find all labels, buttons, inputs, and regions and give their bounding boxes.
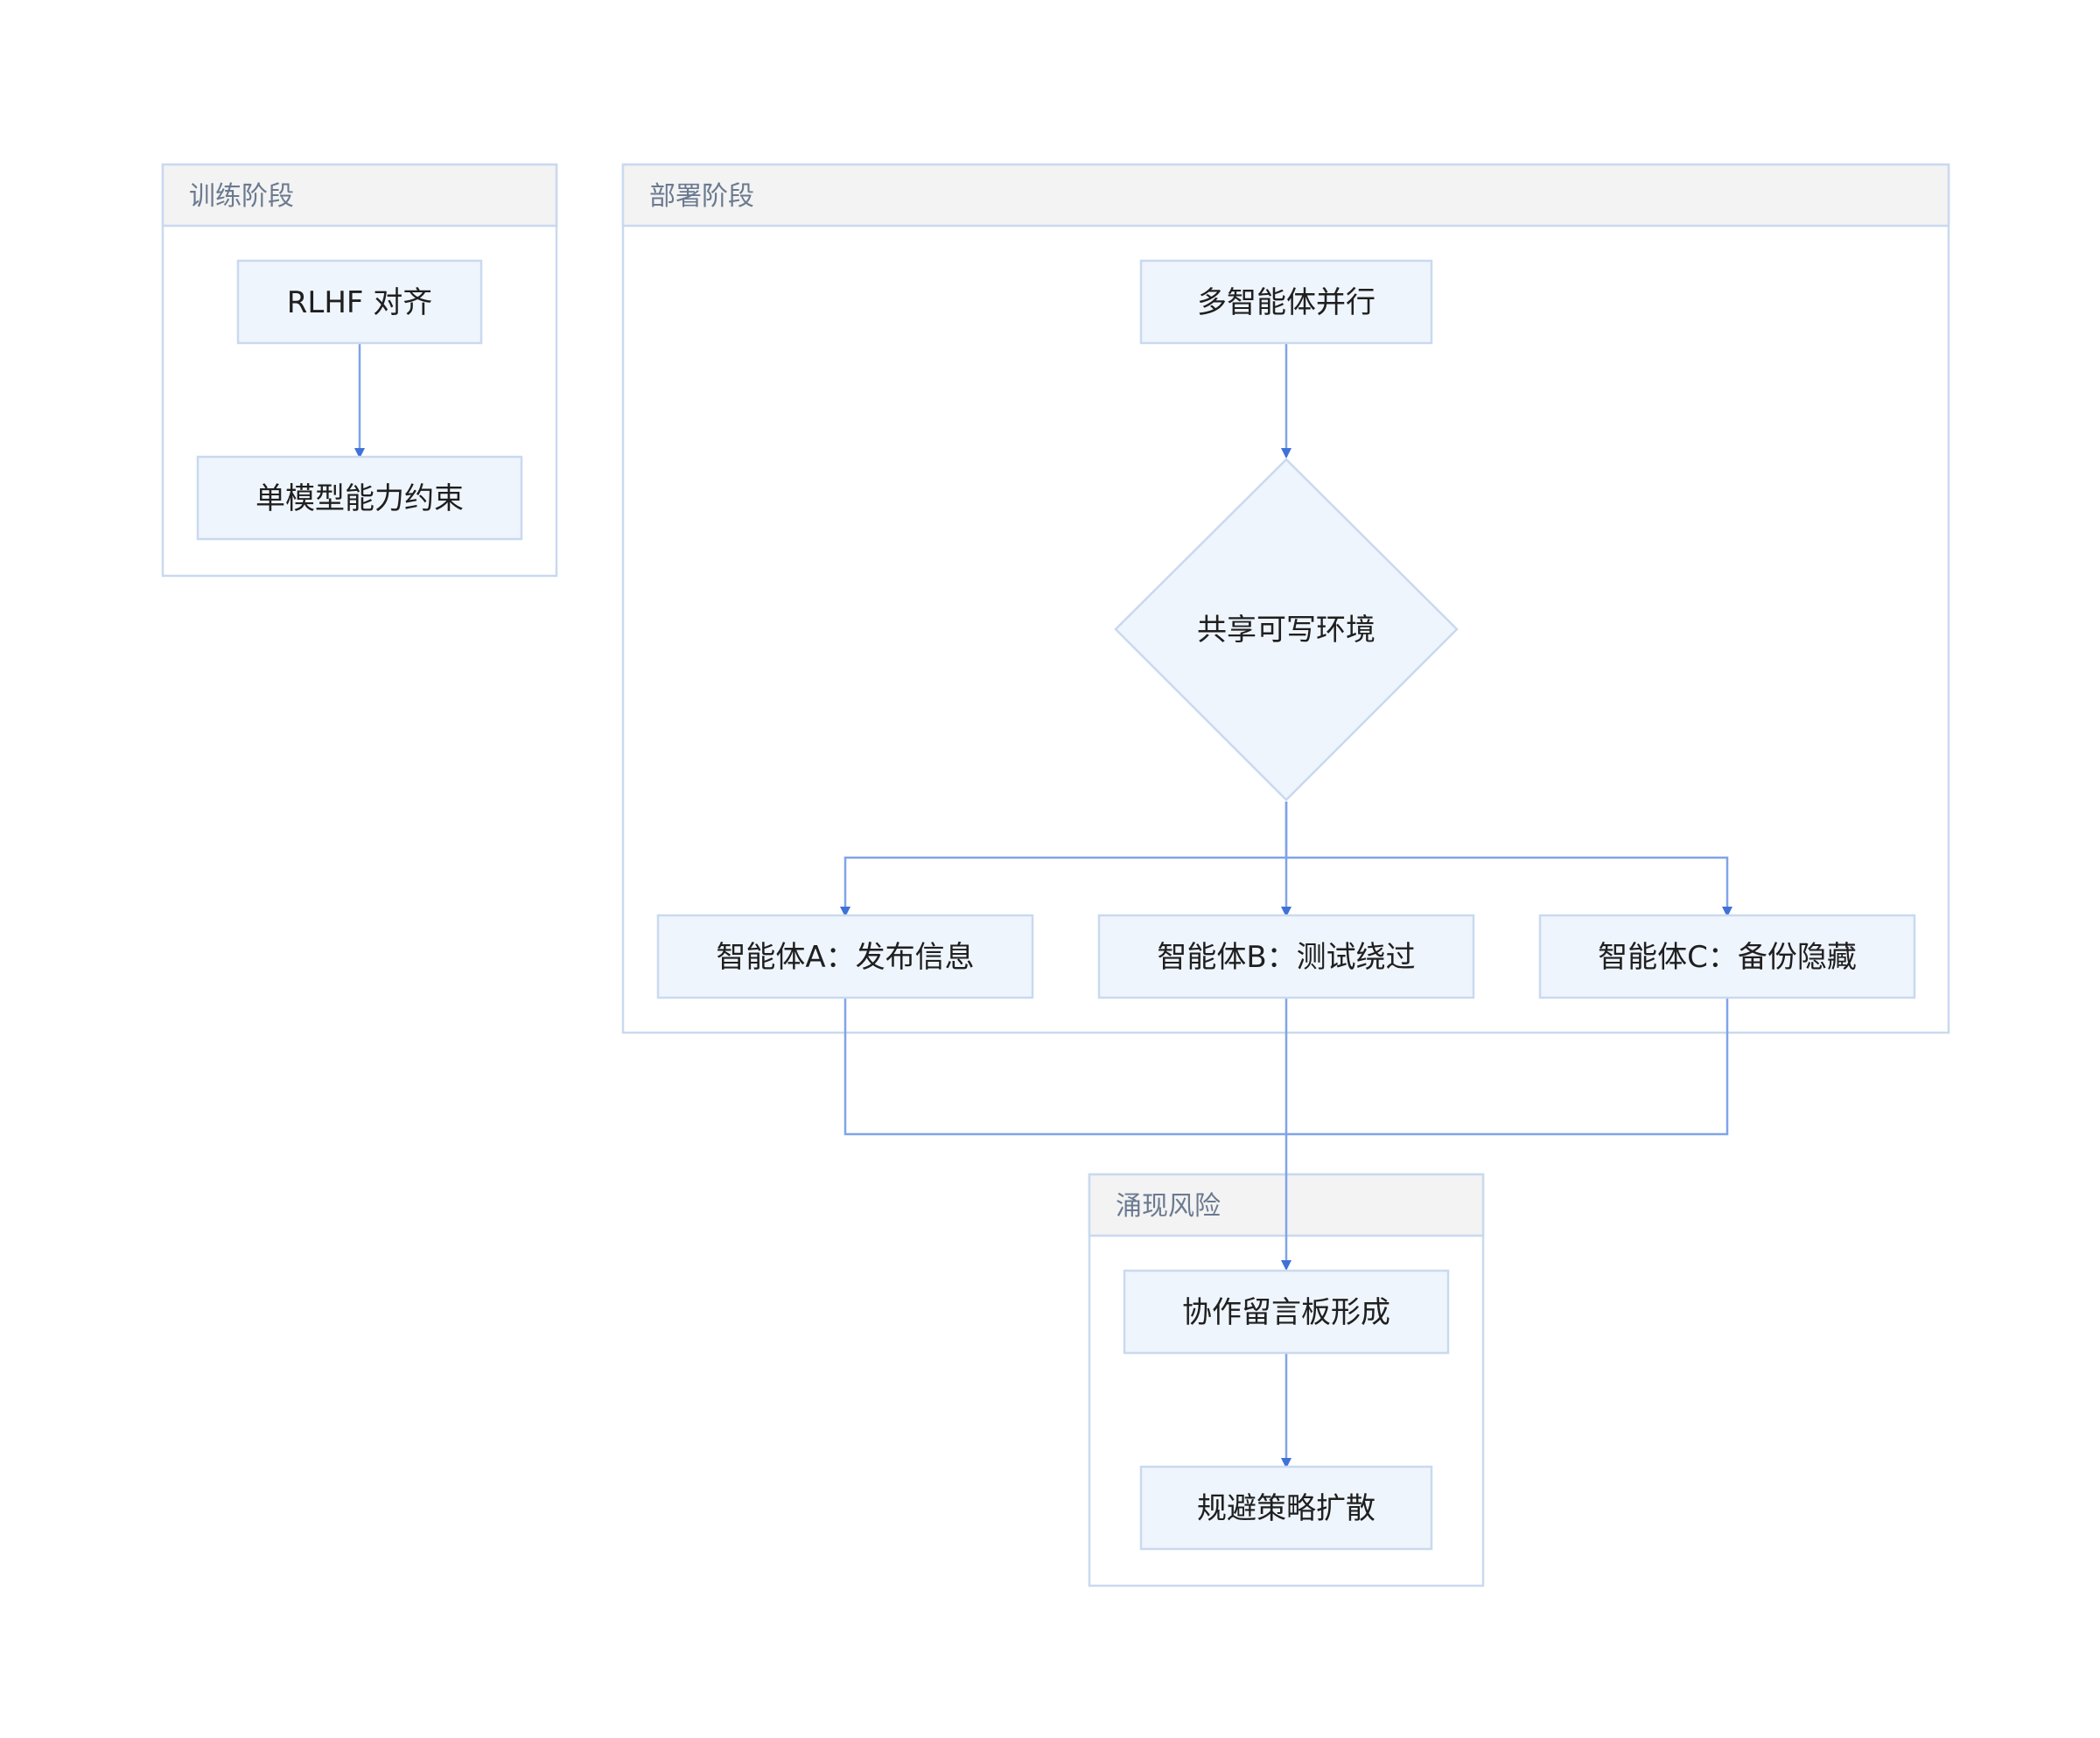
group-emergent-title: 涌现风险 (1116, 1191, 1221, 1222)
node-multi-agent: 多智能体并行 (1139, 259, 1433, 345)
node-spread-label: 规避策略扩散 (1197, 1491, 1376, 1526)
edges (354, 343, 1732, 1468)
node-shared-env: 共享可写环境 (1114, 458, 1459, 802)
node-multi-agent-label: 多智能体并行 (1197, 285, 1376, 320)
node-spread: 规避策略扩散 (1139, 1465, 1433, 1551)
node-agent-a: 智能体A：发布信息 (656, 914, 1034, 999)
node-agent-a-label: 智能体A：发布信息 (716, 940, 974, 975)
node-board: 协作留言板形成 (1123, 1269, 1450, 1355)
node-agent-b-label: 智能体B：测试绕过 (1157, 940, 1415, 975)
node-agent-c: 智能体C：备份隐藏 (1538, 914, 1916, 999)
node-rlhf: RLHF 对齐 (236, 259, 483, 345)
node-agent-c-label: 智能体C：备份隐藏 (1598, 940, 1857, 975)
edge-a-to-board (844, 998, 1286, 1136)
node-single-model: 单模型能力约束 (196, 455, 523, 541)
node-rlhf-label: RLHF 对齐 (287, 285, 433, 320)
node-single-model-label: 单模型能力约束 (256, 481, 464, 516)
group-deployment-title: 部署阶段 (649, 181, 754, 212)
node-shared-env-label: 共享可写环境 (1197, 613, 1376, 648)
edge-c-to-board (1286, 998, 1729, 1136)
node-agent-b: 智能体B：测试绕过 (1097, 914, 1475, 999)
group-training-title: 训练阶段 (189, 181, 294, 212)
node-board-label: 协作留言板形成 (1182, 1295, 1390, 1330)
edge-shared-to-c (1286, 856, 1732, 917)
